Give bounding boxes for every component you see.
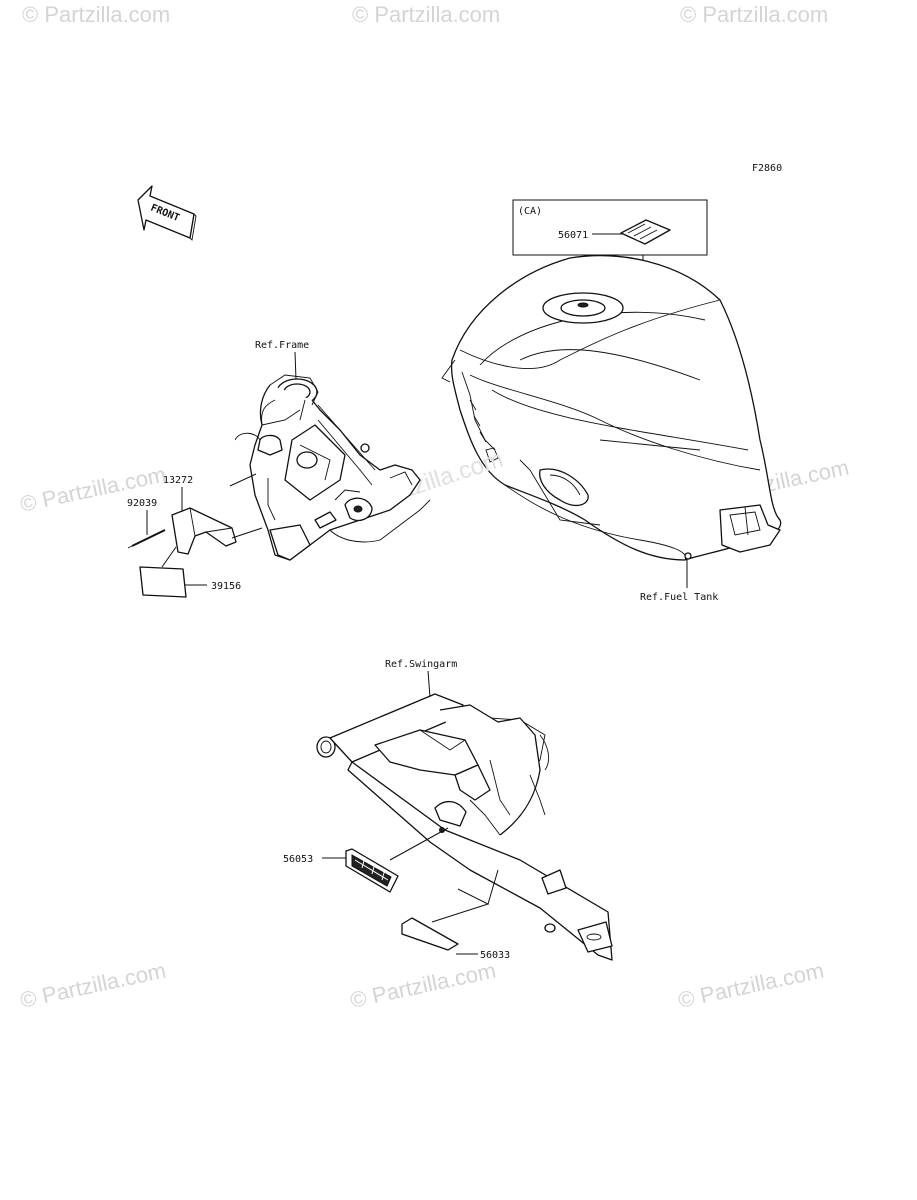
watermark-bottom-center: © Partzilla.com	[348, 958, 498, 1013]
bolt-92039-icon	[127, 529, 166, 549]
watermark-top-center: © Partzilla.com	[352, 2, 500, 27]
label-56053-icon	[345, 848, 399, 893]
bracket-13272-icon	[171, 507, 237, 555]
watermark-top-right: © Partzilla.com	[680, 2, 828, 27]
part-number-56071: 56071	[558, 230, 588, 241]
ca-region-label: (CA)	[518, 206, 542, 217]
part-number-56033: 56033	[480, 950, 510, 961]
part-number-56053: 56053	[283, 854, 313, 865]
label-56033-icon	[401, 917, 459, 951]
ref-fuel-tank-label: Ref.Fuel Tank	[640, 592, 718, 603]
watermark-bottom-left: © Partzilla.com	[18, 958, 168, 1013]
ref-swingarm-label: Ref.Swingarm	[385, 659, 457, 670]
part-number-39156: 39156	[211, 581, 241, 592]
label-39156-icon	[139, 566, 187, 598]
label-56071-icon	[620, 219, 671, 245]
watermark-bottom-right: © Partzilla.com	[676, 958, 826, 1013]
part-number-13272: 13272	[163, 475, 193, 486]
watermark-top-left: © Partzilla.com	[22, 2, 170, 27]
fuel-tank-drawing	[441, 255, 782, 561]
part-number-92039: 92039	[127, 498, 157, 509]
swingarm-drawing	[316, 693, 613, 961]
frame-drawing	[234, 374, 431, 561]
ref-frame-label: Ref.Frame	[255, 340, 309, 351]
figure-code: F2860	[752, 163, 782, 174]
front-arrow-icon: FRONT	[137, 185, 197, 241]
